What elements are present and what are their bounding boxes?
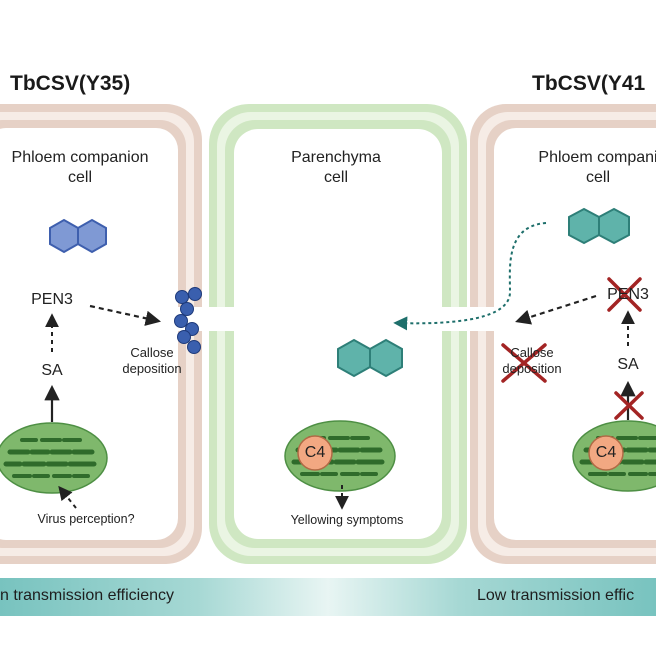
transmission-efficiency-bar: n transmission efficiency Low transmissi… bbox=[0, 578, 656, 616]
teal-molecule-icon bbox=[337, 338, 403, 378]
virus-label: Virus perception? bbox=[37, 512, 135, 526]
teal-molecule-icon bbox=[568, 207, 630, 245]
left-cell-label: Phloem companion cell bbox=[11, 149, 149, 186]
pen3-label: PEN3 bbox=[31, 291, 73, 308]
middle-cell bbox=[209, 104, 467, 564]
arrow-pen3-to-callose bbox=[89, 304, 162, 326]
callose-deposits-icon bbox=[174, 287, 202, 354]
c4-label-right: C4 bbox=[595, 444, 617, 461]
pen3-label-right: PEN3 bbox=[607, 286, 649, 303]
right-cell-label: Phloem compani cell bbox=[538, 149, 656, 186]
callose-label: Callose deposition bbox=[122, 345, 182, 376]
sa-label-right: SA bbox=[617, 356, 639, 373]
chloroplast-icon bbox=[0, 423, 107, 493]
cross-pen3-icon bbox=[607, 277, 642, 312]
c4-protein-icon bbox=[297, 435, 333, 471]
symptoms-label: Yellowing symptoms bbox=[290, 513, 404, 527]
blue-molecule-icon bbox=[49, 218, 107, 254]
high-efficiency-label: n transmission efficiency bbox=[0, 587, 174, 604]
arrow-virus-movement bbox=[393, 222, 547, 331]
left-strain-title: TbCSV(Y35) bbox=[10, 72, 131, 95]
cross-sa-icon bbox=[614, 391, 644, 420]
low-efficiency-label: Low transmission effic bbox=[477, 587, 635, 604]
arrow-pen3-to-callose-blocked bbox=[515, 294, 597, 325]
sa-label: SA bbox=[41, 362, 63, 379]
middle-cell-label: Parenchyma cell bbox=[291, 149, 381, 186]
c4-label: C4 bbox=[304, 444, 326, 461]
right-strain-title: TbCSV(Y41 bbox=[532, 72, 646, 95]
c4-protein-icon bbox=[588, 435, 624, 471]
cross-callose-icon bbox=[501, 343, 547, 383]
callose-label-right: Callose deposition bbox=[502, 345, 562, 376]
